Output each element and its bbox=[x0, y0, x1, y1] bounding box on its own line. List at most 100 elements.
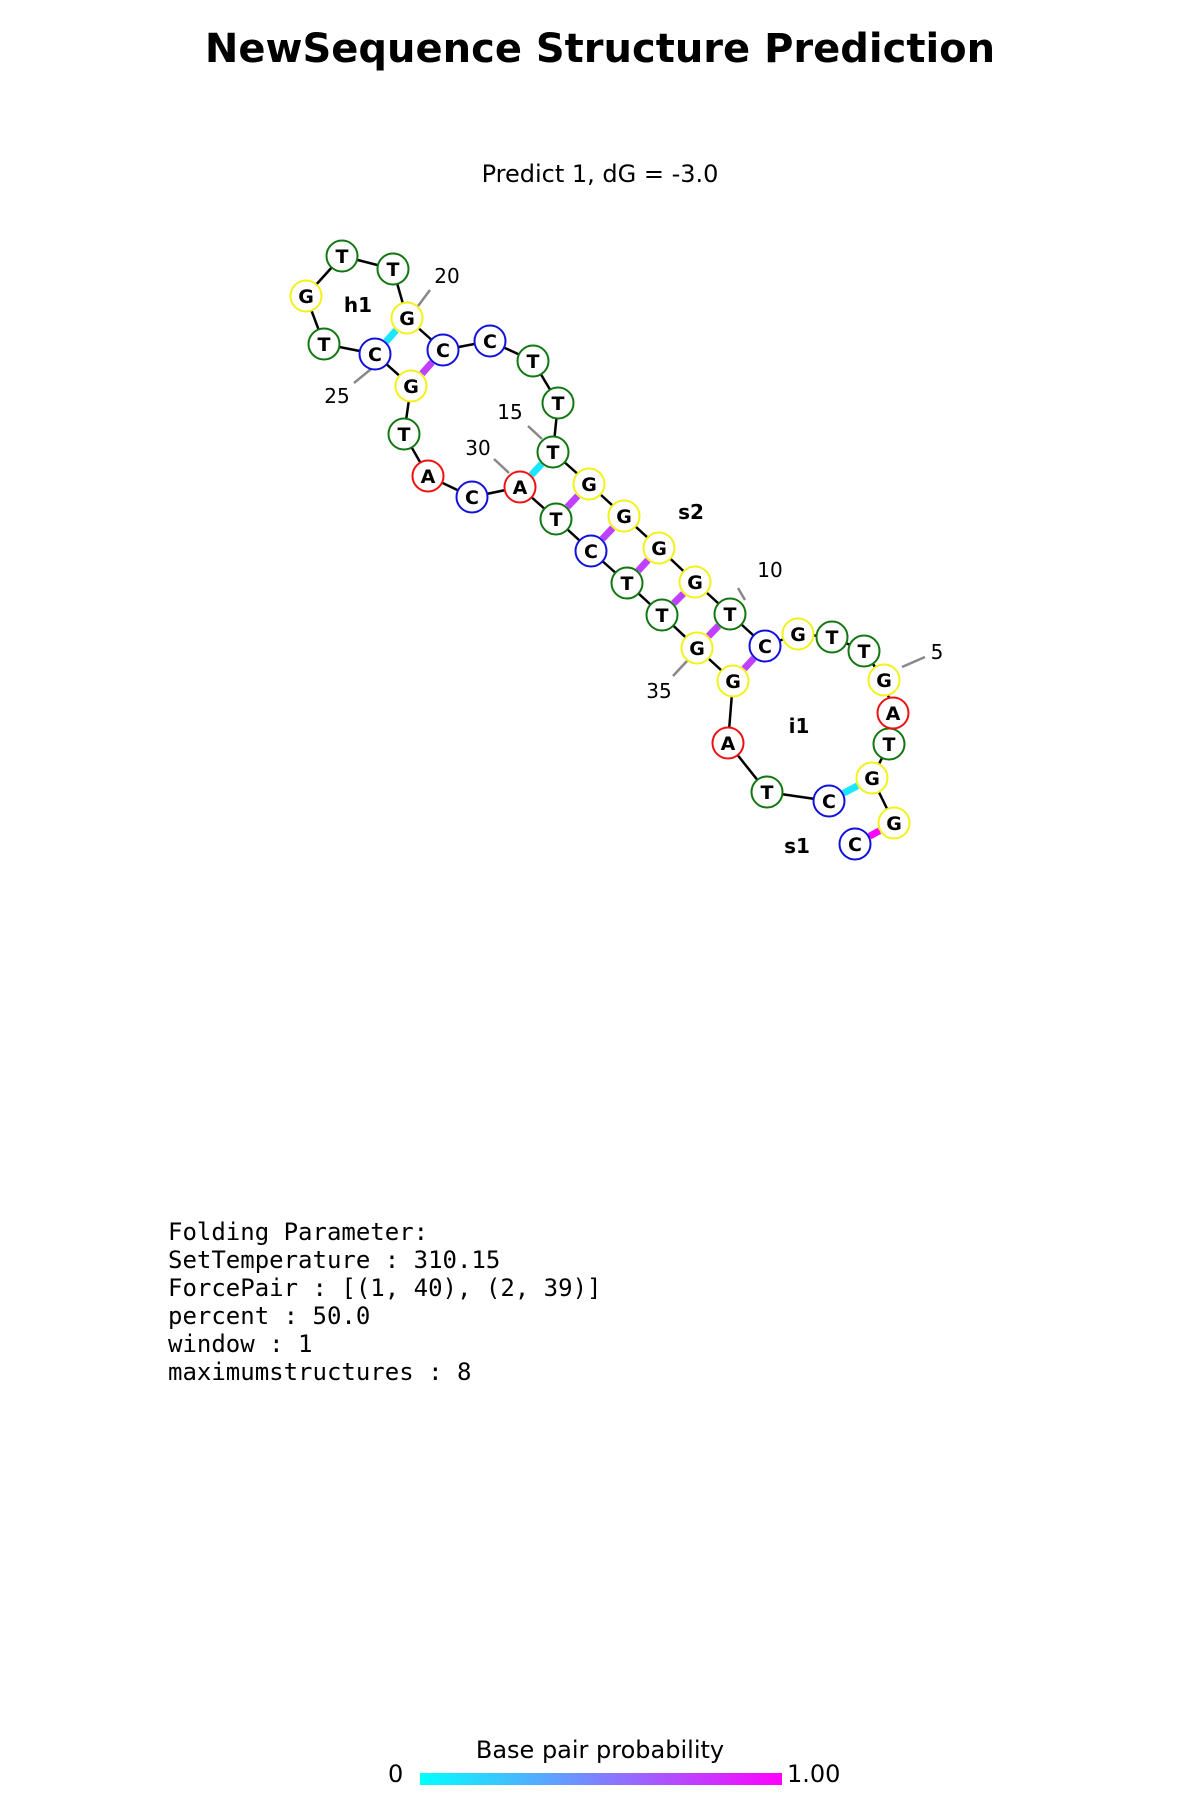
base-pair-15-32 bbox=[564, 493, 581, 510]
nucleotide-38: A bbox=[711, 726, 745, 760]
nucleotide-base: T bbox=[552, 393, 565, 415]
nucleotide-5: A bbox=[876, 696, 910, 730]
nucleotide-8: T bbox=[815, 620, 849, 654]
nucleotide-circle bbox=[390, 301, 424, 335]
position-tick-20 bbox=[417, 289, 431, 307]
position-tick-5 bbox=[901, 655, 926, 669]
nucleotide-base: T bbox=[387, 259, 400, 281]
nucleotide-24: G bbox=[289, 279, 323, 313]
nucleotide-circle bbox=[574, 534, 608, 568]
loop-label-s2: s2 bbox=[678, 500, 704, 524]
nucleotide-12: G bbox=[678, 565, 712, 599]
nucleotide-base: G bbox=[886, 813, 902, 835]
loop-label-i1: i1 bbox=[789, 714, 810, 738]
nucleotide-circle bbox=[394, 369, 428, 403]
nucleotide-19: C bbox=[473, 324, 507, 358]
nucleotide-base: T bbox=[724, 604, 737, 626]
nucleotide-circle bbox=[536, 435, 570, 469]
page-title: NewSequence Structure Prediction bbox=[204, 26, 996, 72]
nucleotide-circle bbox=[678, 565, 712, 599]
nucleotide-circle bbox=[711, 726, 745, 760]
nucleotide-circle bbox=[838, 827, 872, 861]
nucleotide-circle bbox=[642, 531, 676, 565]
nucleotide-34: T bbox=[610, 566, 644, 600]
nucleotide-base: A bbox=[721, 733, 736, 755]
nucleotide-33: C bbox=[574, 534, 608, 568]
base-pairs-group bbox=[383, 328, 882, 840]
nucleotide-base: T bbox=[858, 641, 871, 663]
position-label: 25 bbox=[324, 384, 349, 408]
nucleotide-base: G bbox=[616, 506, 632, 528]
nucleotide-3: G bbox=[855, 761, 889, 795]
nucleotide-base: C bbox=[465, 487, 479, 509]
nucleotide-25: T bbox=[307, 327, 341, 361]
nucleotide-circle bbox=[426, 333, 460, 367]
nucleotide-20: C bbox=[426, 333, 460, 367]
nucleotide-base: T bbox=[336, 246, 349, 268]
nucleotide-circle bbox=[411, 459, 445, 493]
nucleotide-circle bbox=[473, 324, 507, 358]
nucleotide-base: G bbox=[298, 286, 314, 308]
nucleotide-base: C bbox=[758, 636, 772, 658]
nucleotide-circle bbox=[307, 327, 341, 361]
nucleotide-15: G bbox=[572, 467, 606, 501]
nucleotide-circle bbox=[645, 598, 679, 632]
nucleotide-11: T bbox=[713, 597, 747, 631]
base-pair-11-36 bbox=[705, 623, 722, 639]
nucleotide-base: G bbox=[399, 308, 415, 330]
nucleotide-base: G bbox=[651, 538, 667, 560]
base-pair-3-40 bbox=[841, 782, 860, 797]
nucleotide-40: C bbox=[812, 784, 846, 818]
loop-label-h1: h1 bbox=[344, 293, 372, 317]
folding-parameters: Folding Parameter: SetTemperature : 310.… bbox=[168, 1218, 601, 1386]
parameter-line: maximumstructures : 8 bbox=[168, 1358, 472, 1386]
position-label: 30 bbox=[465, 436, 490, 460]
nucleotide-13: G bbox=[642, 531, 676, 565]
nucleotide-circle bbox=[815, 620, 849, 654]
nucleotide-base: G bbox=[403, 376, 419, 398]
nucleotide-1: C bbox=[838, 827, 872, 861]
legend-max-label: 1.00 bbox=[787, 1760, 841, 1788]
nucleotide-base: T bbox=[761, 782, 774, 804]
nucleotide-30: C bbox=[455, 480, 489, 514]
nucleotide-base: T bbox=[547, 442, 560, 464]
nucleotide-circle bbox=[572, 467, 606, 501]
nucleotide-circle bbox=[455, 480, 489, 514]
nucleotide-circle bbox=[541, 386, 575, 420]
nucleotide-6: G bbox=[867, 663, 901, 697]
probability-colorbar bbox=[420, 1773, 782, 1785]
nucleotide-base: A bbox=[421, 466, 436, 488]
base-pair-20-27 bbox=[419, 360, 435, 376]
nucleotide-base: G bbox=[689, 638, 705, 660]
base-pair-16-31 bbox=[528, 461, 545, 478]
nucleotide-base: G bbox=[725, 671, 741, 693]
nucleotide-10: C bbox=[748, 629, 782, 663]
nucleotide-circle bbox=[877, 806, 911, 840]
nucleotide-base: T bbox=[656, 605, 669, 627]
nucleotide-26: C bbox=[358, 337, 392, 371]
nucleotide-circle bbox=[376, 252, 410, 286]
nucleotide-circle bbox=[750, 775, 784, 809]
base-pair-1-2 bbox=[867, 827, 882, 840]
position-label: 15 bbox=[497, 400, 522, 424]
base-pair-14-33 bbox=[599, 525, 616, 542]
nucleotide-base: G bbox=[876, 670, 892, 692]
nucleotide-circle bbox=[358, 337, 392, 371]
parameters-heading: Folding Parameter: bbox=[168, 1218, 429, 1246]
nucleotide-4: T bbox=[872, 727, 906, 761]
nucleotide-21: G bbox=[390, 301, 424, 335]
nucleotide-36: G bbox=[680, 631, 714, 665]
nucleotide-base: T bbox=[550, 509, 563, 531]
nucleotide-35: T bbox=[645, 598, 679, 632]
nucleotide-circle bbox=[610, 566, 644, 600]
nucleotide-base: C bbox=[483, 331, 497, 353]
position-tick-15 bbox=[527, 425, 543, 440]
nucleotide-base: G bbox=[864, 768, 880, 790]
parameter-line: window : 1 bbox=[168, 1330, 313, 1358]
nucleotide-base: G bbox=[581, 474, 597, 496]
nucleotide-base: A bbox=[886, 703, 901, 725]
base-pair-13-34 bbox=[635, 557, 651, 574]
nucleotide-29: A bbox=[411, 459, 445, 493]
